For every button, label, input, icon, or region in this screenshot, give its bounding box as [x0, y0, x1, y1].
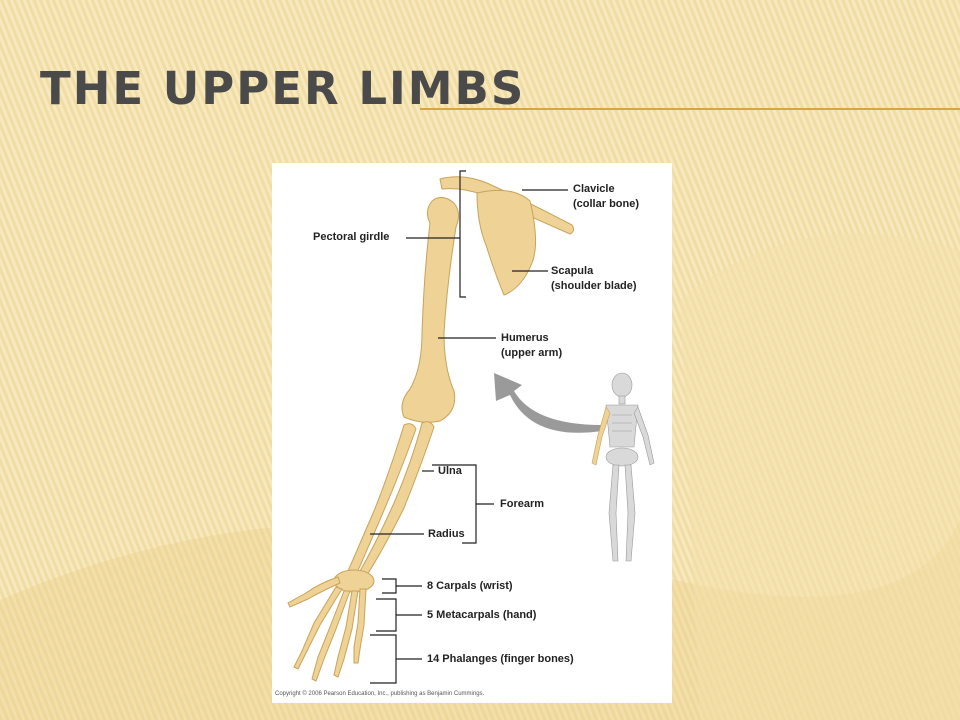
scapula-bone: [476, 189, 536, 296]
humerus-bone: [401, 197, 460, 423]
ulna-bone: [359, 421, 435, 576]
title-underline: [420, 108, 960, 110]
copyright-notice: Copyright © 2006 Pearson Education, Inc.…: [275, 691, 485, 697]
radius-label: Radius: [428, 528, 465, 540]
phalanges-label: 14 Phalanges (finger bones): [427, 653, 574, 665]
radius-bone: [347, 423, 417, 576]
pectoral-girdle-bracket: [459, 170, 466, 298]
forearm-label: Forearm: [500, 498, 545, 510]
upper-limb-illustration: [287, 170, 655, 684]
phalanges-bracket: [370, 634, 397, 684]
clavicle-label: Clavicle (collar bone): [573, 183, 640, 210]
humerus-label: Humerus (upper arm): [501, 332, 563, 359]
thumb-bone: [287, 576, 341, 608]
metacarpals-bracket: [376, 598, 397, 632]
slide-title: The Upper Limbs: [40, 62, 526, 115]
finger-1-bone: [293, 586, 343, 670]
metacarpals-label: 5 Metacarpals (hand): [427, 609, 537, 621]
carpals-bracket: [382, 578, 397, 594]
finger-3-bone: [333, 590, 359, 678]
carpals-label: 8 Carpals (wrist): [427, 580, 513, 592]
skeleton-inset: [591, 372, 655, 562]
finger-2-bone: [311, 590, 351, 682]
scapula-label: Scapula (shoulder blade): [551, 265, 637, 292]
pectoral-girdle-label: Pectoral girdle: [313, 231, 390, 243]
ulna-label: Ulna: [438, 465, 462, 477]
finger-4-bone: [353, 588, 367, 664]
direction-arrow: [494, 373, 602, 433]
diagram-panel: Clavicle (collar bone) Pectoral girdle S…: [272, 163, 672, 703]
